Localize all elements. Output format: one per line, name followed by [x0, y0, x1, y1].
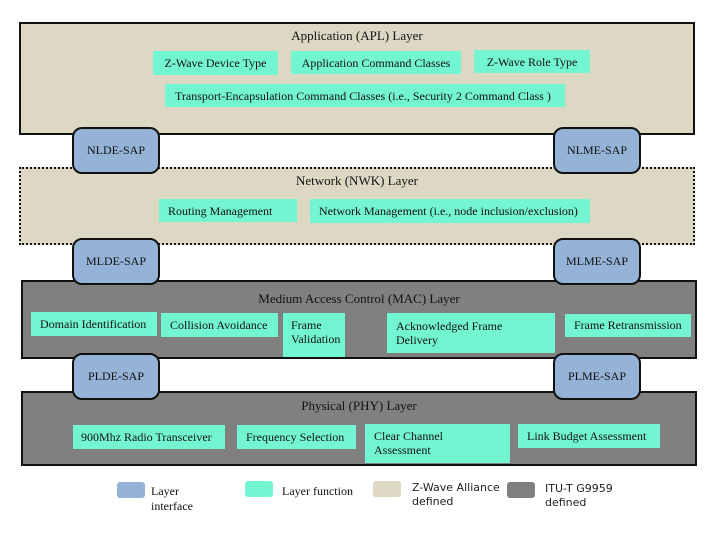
- fn-clear-channel-assessment: Clear Channel Assessment: [365, 424, 510, 463]
- mac-layer: Medium Access Control (MAC) Layer Domain…: [21, 280, 697, 359]
- fn-frame-validation: Frame Validation: [283, 313, 345, 357]
- fn-application-command-classes: Application Command Classes: [291, 51, 461, 74]
- nwk-layer-title: Network (NWK) Layer: [295, 173, 418, 188]
- fn-zwave-role-type: Z-Wave Role Type: [474, 50, 590, 73]
- fn-network-management: Network Management (i.e., node inclusion…: [310, 199, 590, 223]
- fn-900mhz-radio-transceiver: 900Mhz Radio Transceiver: [73, 425, 225, 449]
- fn-routing-management: Routing Management: [159, 199, 297, 222]
- nwk-layer: Network (NWK) Layer Routing Management N…: [19, 167, 695, 245]
- fn-link-budget-assessment: Link Budget Assessment: [518, 424, 660, 448]
- phy-layer: Physical (PHY) Layer 900Mhz Radio Transc…: [21, 391, 697, 466]
- legend-swatch-layer-function: [245, 481, 273, 497]
- legend-label-layer-function: Layer function: [282, 484, 353, 498]
- legend-swatch-zwave-alliance: [373, 481, 401, 497]
- nlde-sap: NLDE-SAP: [72, 127, 160, 174]
- legend-label-zwave-alliance: Z-Wave Alliance defined: [412, 481, 500, 508]
- mlde-sap: MLDE-SAP: [72, 238, 160, 285]
- phy-layer-title: Physical (PHY) Layer: [301, 398, 417, 413]
- plde-sap: PLDE-SAP: [72, 353, 160, 400]
- fn-frame-retransmission: Frame Retransmission: [565, 314, 691, 337]
- fn-collision-avoidance: Collision Avoidance: [161, 313, 278, 337]
- plme-sap: PLME-SAP: [553, 353, 641, 400]
- apl-layer-title: Application (APL) Layer: [291, 28, 423, 43]
- legend-label-itu-t: ITU-T G9959 defined: [545, 482, 613, 509]
- mac-layer-title: Medium Access Control (MAC) Layer: [258, 291, 460, 306]
- legend-swatch-layer-interface: [117, 482, 145, 498]
- fn-domain-identification: Domain Identification: [31, 312, 157, 336]
- apl-layer: Application (APL) Layer Z-Wave Device Ty…: [19, 22, 695, 135]
- mlme-sap: MLME-SAP: [553, 238, 641, 285]
- legend-swatch-itu-t: [507, 482, 535, 498]
- fn-transport-encapsulation-command-classes: Transport-Encapsulation Command Classes …: [165, 84, 565, 107]
- fn-zwave-device-type: Z-Wave Device Type: [153, 51, 278, 75]
- legend-label-layer-interface: Layer interface: [151, 484, 193, 513]
- nlme-sap: NLME-SAP: [553, 127, 641, 174]
- fn-frequency-selection: Frequency Selection: [237, 425, 356, 449]
- fn-acknowledged-frame-delivery: Acknowledged Frame Delivery: [387, 313, 555, 353]
